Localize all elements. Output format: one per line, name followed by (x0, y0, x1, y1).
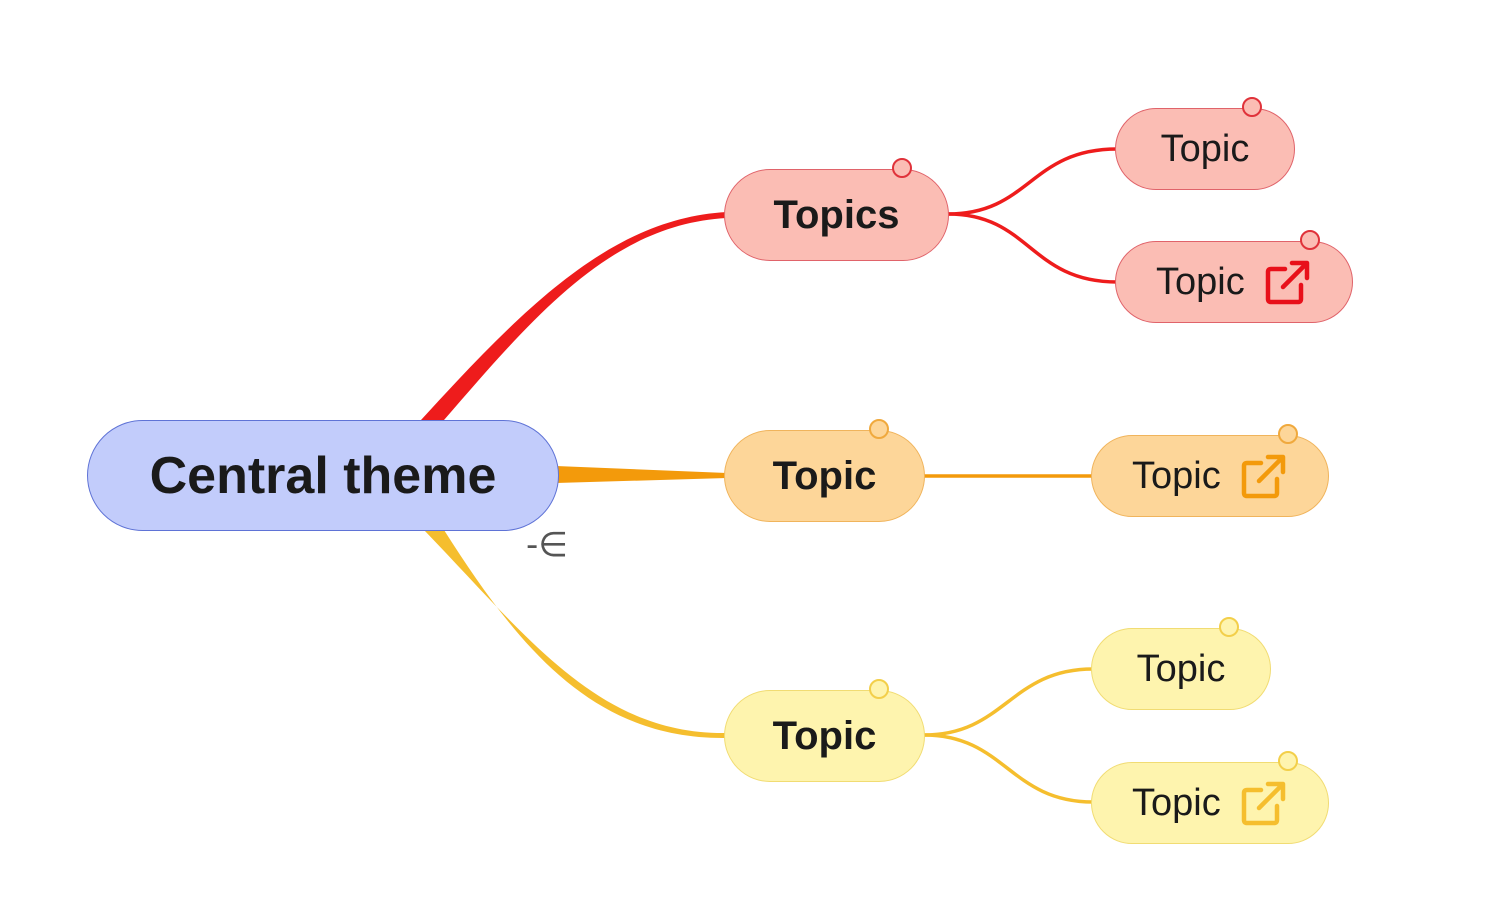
sub-topic-node-with-link[interactable]: Topic (1091, 435, 1329, 517)
sub-topic-node[interactable]: Topic (1115, 108, 1295, 190)
central-topic-node[interactable]: Central theme (87, 420, 559, 531)
add-child-handle-icon[interactable] (869, 419, 889, 439)
add-child-handle-icon[interactable] (1219, 617, 1239, 637)
main-topic-node-topics[interactable]: Topics (724, 169, 949, 261)
connector-central-topic-orange (556, 466, 727, 483)
connector-central-topic-yellow (424, 530, 727, 739)
connector-yellow-sub-1 (923, 667, 1094, 737)
sub-topic-label: Topic (1156, 260, 1245, 303)
main-topic-label: Topic (772, 453, 877, 498)
sub-topic-node-with-link[interactable]: Topic (1115, 241, 1353, 323)
external-link-icon[interactable] (1241, 780, 1287, 826)
main-topic-label: Topic (772, 713, 877, 758)
sub-topic-label: Topic (1132, 781, 1221, 824)
central-topic-label: Central theme (149, 446, 497, 505)
add-child-handle-icon[interactable] (892, 158, 912, 178)
add-child-handle-icon[interactable] (869, 679, 889, 699)
connector-yellow-sub-2 (923, 733, 1094, 804)
external-link-icon[interactable] (1241, 453, 1287, 499)
connector-topics-sub-2 (947, 212, 1118, 284)
connector-central-topics (421, 212, 727, 420)
main-topic-node-yellow[interactable]: Topic (724, 690, 925, 782)
collapse-fork-icon[interactable]: -∈ (526, 525, 568, 565)
external-link-icon[interactable] (1265, 259, 1311, 305)
main-topic-node-orange[interactable]: Topic (724, 430, 925, 522)
add-child-handle-icon[interactable] (1278, 751, 1298, 771)
add-child-handle-icon[interactable] (1278, 424, 1298, 444)
sub-topic-label: Topic (1132, 454, 1221, 497)
sub-topic-label: Topic (1136, 647, 1226, 690)
sub-topic-label: Topic (1160, 127, 1250, 170)
main-topic-label: Topics (773, 192, 900, 237)
sub-topic-node-with-link[interactable]: Topic (1091, 762, 1329, 844)
connector-topics-sub-1 (947, 147, 1118, 216)
sub-topic-node[interactable]: Topic (1091, 628, 1271, 710)
add-child-handle-icon[interactable] (1300, 230, 1320, 250)
add-child-handle-icon[interactable] (1242, 97, 1262, 117)
